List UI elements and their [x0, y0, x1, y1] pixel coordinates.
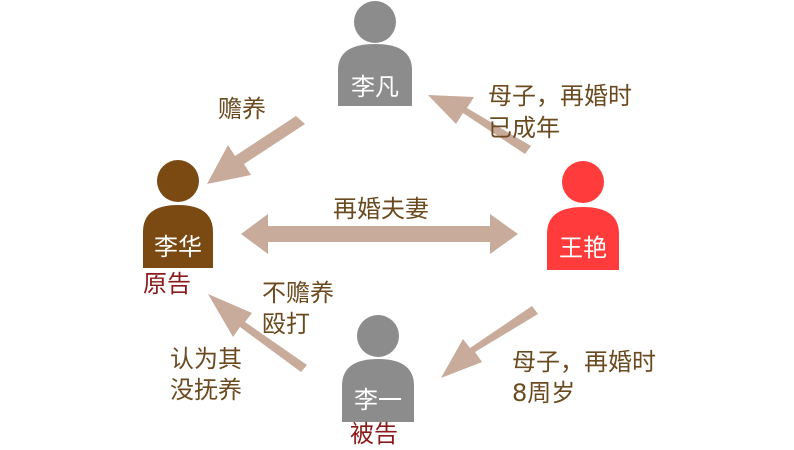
label-remarried-couple: 再婚夫妻	[333, 195, 429, 223]
liyi-body	[342, 359, 414, 422]
person-name-liyi: 李一	[354, 386, 402, 414]
arrow-wangyan-to-lifan	[428, 95, 531, 154]
lihua-head	[157, 160, 199, 202]
label-mother-son-age8-line2: 8周岁	[512, 379, 576, 407]
arrow-marriage	[241, 214, 518, 254]
person-name-wangyan: 王艳	[559, 234, 607, 262]
label-no-support-line2: 殴打	[262, 310, 310, 338]
wangyan-body	[547, 207, 619, 270]
role-defendant: 被告	[350, 420, 398, 448]
person-wangyan-figure	[547, 161, 619, 270]
liyi-head	[357, 315, 399, 357]
label-no-upbringing-line1: 认为其	[170, 345, 242, 373]
label-no-upbringing-line2: 没抚养	[170, 376, 242, 404]
arrow-liyi-to-lihua	[208, 294, 307, 372]
person-liyi-figure	[342, 315, 414, 422]
lifan-head	[354, 1, 396, 43]
arrow-wangyan-to-liyi	[441, 306, 538, 378]
lihua-body	[143, 205, 213, 268]
person-name-lifan: 李凡	[351, 73, 399, 101]
wangyan-head	[562, 161, 604, 203]
label-mother-son-adult-line2: 已成年	[488, 114, 560, 142]
label-mother-son-age8-line1: 母子，再婚时	[512, 348, 656, 376]
label-no-support-line1: 不赡养	[262, 279, 334, 307]
role-plaintiff: 原告	[143, 270, 191, 298]
lifan-body	[338, 44, 412, 106]
person-name-lihua: 李华	[154, 233, 202, 261]
person-lifan-figure	[338, 1, 412, 106]
arrow-lifan-to-lihua	[207, 116, 305, 184]
person-lihua-figure	[143, 160, 213, 268]
label-support: 赡养	[218, 95, 266, 123]
label-mother-son-adult-line1: 母子，再婚时	[488, 82, 632, 110]
